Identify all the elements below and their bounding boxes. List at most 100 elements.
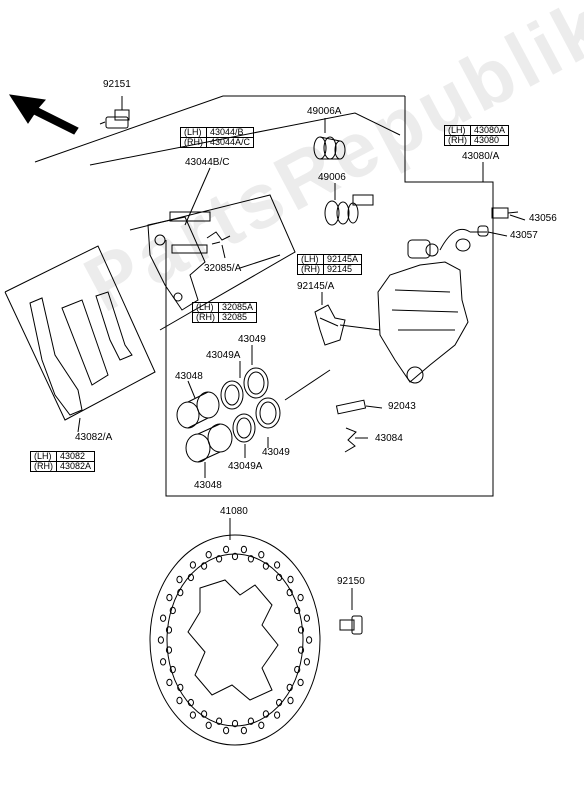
bolt-92151	[99, 109, 130, 129]
seal-43049-bottom	[255, 397, 281, 429]
table-92145: (LH)92145A (RH)92145	[297, 254, 363, 275]
frame-bracket	[34, 95, 405, 163]
disc-hole	[177, 588, 184, 597]
disc-hole	[189, 711, 196, 719]
table-row: (RH)43044A/C	[180, 137, 255, 148]
table-row: (RH)43082A	[30, 461, 96, 472]
disc-hole	[166, 593, 173, 602]
disc-hole	[177, 683, 184, 692]
disc-hole	[187, 698, 194, 707]
disc-hole	[240, 726, 247, 735]
disc-hole	[297, 626, 305, 634]
table-row: (LH)43080A	[444, 125, 510, 136]
table-row: (RH)32085	[192, 312, 258, 323]
disc-hole	[160, 658, 167, 666]
disc-hole	[294, 606, 301, 615]
disc-hole	[223, 545, 230, 554]
disc-hole	[276, 573, 283, 582]
label-43049A-bottom: 43049A	[228, 461, 263, 472]
spring-92145	[314, 304, 346, 346]
disc-hole	[306, 636, 313, 644]
disc-hole	[216, 555, 223, 563]
disc-hole	[231, 552, 239, 561]
label-49006A: 49006A	[307, 106, 342, 117]
disc-hole	[262, 710, 269, 718]
table-43080: (LH)43080A (RH)43080	[444, 125, 510, 146]
label-43080A: 43080/A	[462, 151, 500, 162]
disc-hole	[262, 562, 269, 570]
disc-hole	[201, 562, 208, 570]
disc-hole	[176, 575, 183, 584]
disc-hole	[274, 711, 281, 719]
disc-hole	[247, 555, 254, 563]
disc-hole	[297, 646, 305, 654]
disc-hole	[165, 646, 173, 654]
disc-hole	[169, 665, 176, 674]
brake-disc-41080	[149, 534, 321, 746]
disc-hole	[287, 575, 294, 584]
disc-hole	[247, 717, 254, 725]
label-43044BC: 43044B/C	[185, 157, 230, 168]
disc-hole	[303, 658, 310, 666]
disc-hole	[231, 719, 239, 728]
seal-43049A-bottom	[232, 413, 256, 443]
disc-hole	[187, 573, 194, 582]
label-32085A: 32085/A	[204, 263, 242, 274]
disc-hole	[216, 717, 223, 725]
frame-caliper-assembly	[165, 96, 494, 497]
front-direction-arrow-icon	[8, 94, 79, 135]
disc-hole	[297, 678, 304, 687]
disc-hole	[240, 545, 247, 554]
disc-hole	[274, 561, 281, 569]
disc-hole	[223, 726, 230, 735]
label-43056: 43056	[529, 213, 557, 224]
disc-hole	[297, 593, 304, 602]
disc-hole	[303, 614, 310, 622]
caliper-43080	[377, 228, 487, 384]
table-row: (LH)43082	[30, 451, 96, 462]
disc-hole	[157, 636, 164, 644]
label-41080: 41080	[220, 506, 248, 517]
label-92145A: 92145/A	[297, 281, 335, 292]
disc-hole	[189, 561, 196, 569]
disc-hole	[176, 696, 183, 705]
brake-pads-43082	[29, 291, 133, 416]
label-92150: 92150	[337, 576, 365, 587]
label-43049A-top: 43049A	[206, 350, 241, 361]
label-43049-top: 43049	[238, 334, 266, 345]
disc-holes	[157, 545, 313, 735]
clip-43084	[344, 427, 357, 453]
clip-32085	[206, 231, 231, 245]
disc-hole	[286, 683, 293, 692]
label-49006: 49006	[318, 172, 346, 183]
table-row: (LH)43044/B	[180, 127, 255, 138]
disc-hole	[160, 614, 167, 622]
label-43082A: 43082/A	[75, 432, 113, 443]
seal-43049-top	[243, 367, 269, 399]
disc-hole	[276, 698, 283, 707]
table-row: (LH)32085A	[192, 302, 258, 313]
table-32085: (LH)32085A (RH)32085	[192, 302, 258, 323]
boot-49006A	[313, 136, 346, 160]
table-43082: (LH)43082 (RH)43082A	[30, 451, 96, 472]
label-43057: 43057	[510, 230, 538, 241]
bleeder-valve-43056	[491, 207, 519, 219]
disc-hole	[294, 665, 301, 674]
label-43048-top: 43048	[175, 371, 203, 382]
label-43049-bottom: 43049	[262, 447, 290, 458]
disc-hole	[201, 710, 208, 718]
disc-hole	[287, 696, 294, 705]
label-43084: 43084	[375, 433, 403, 444]
bracket-43044	[147, 211, 211, 311]
boot-49006	[324, 194, 374, 226]
label-43048-bottom: 43048	[194, 480, 222, 491]
bolt-92150	[339, 615, 363, 635]
table-row: (RH)43080	[444, 135, 510, 146]
disc-hole	[286, 588, 293, 597]
table-43044: (LH)43044/B (RH)43044A/C	[180, 127, 255, 148]
table-row: (LH)92145A	[297, 254, 363, 265]
disc-hole	[258, 721, 265, 729]
disc-hole	[205, 721, 212, 729]
seal-43049A-top	[220, 380, 244, 410]
